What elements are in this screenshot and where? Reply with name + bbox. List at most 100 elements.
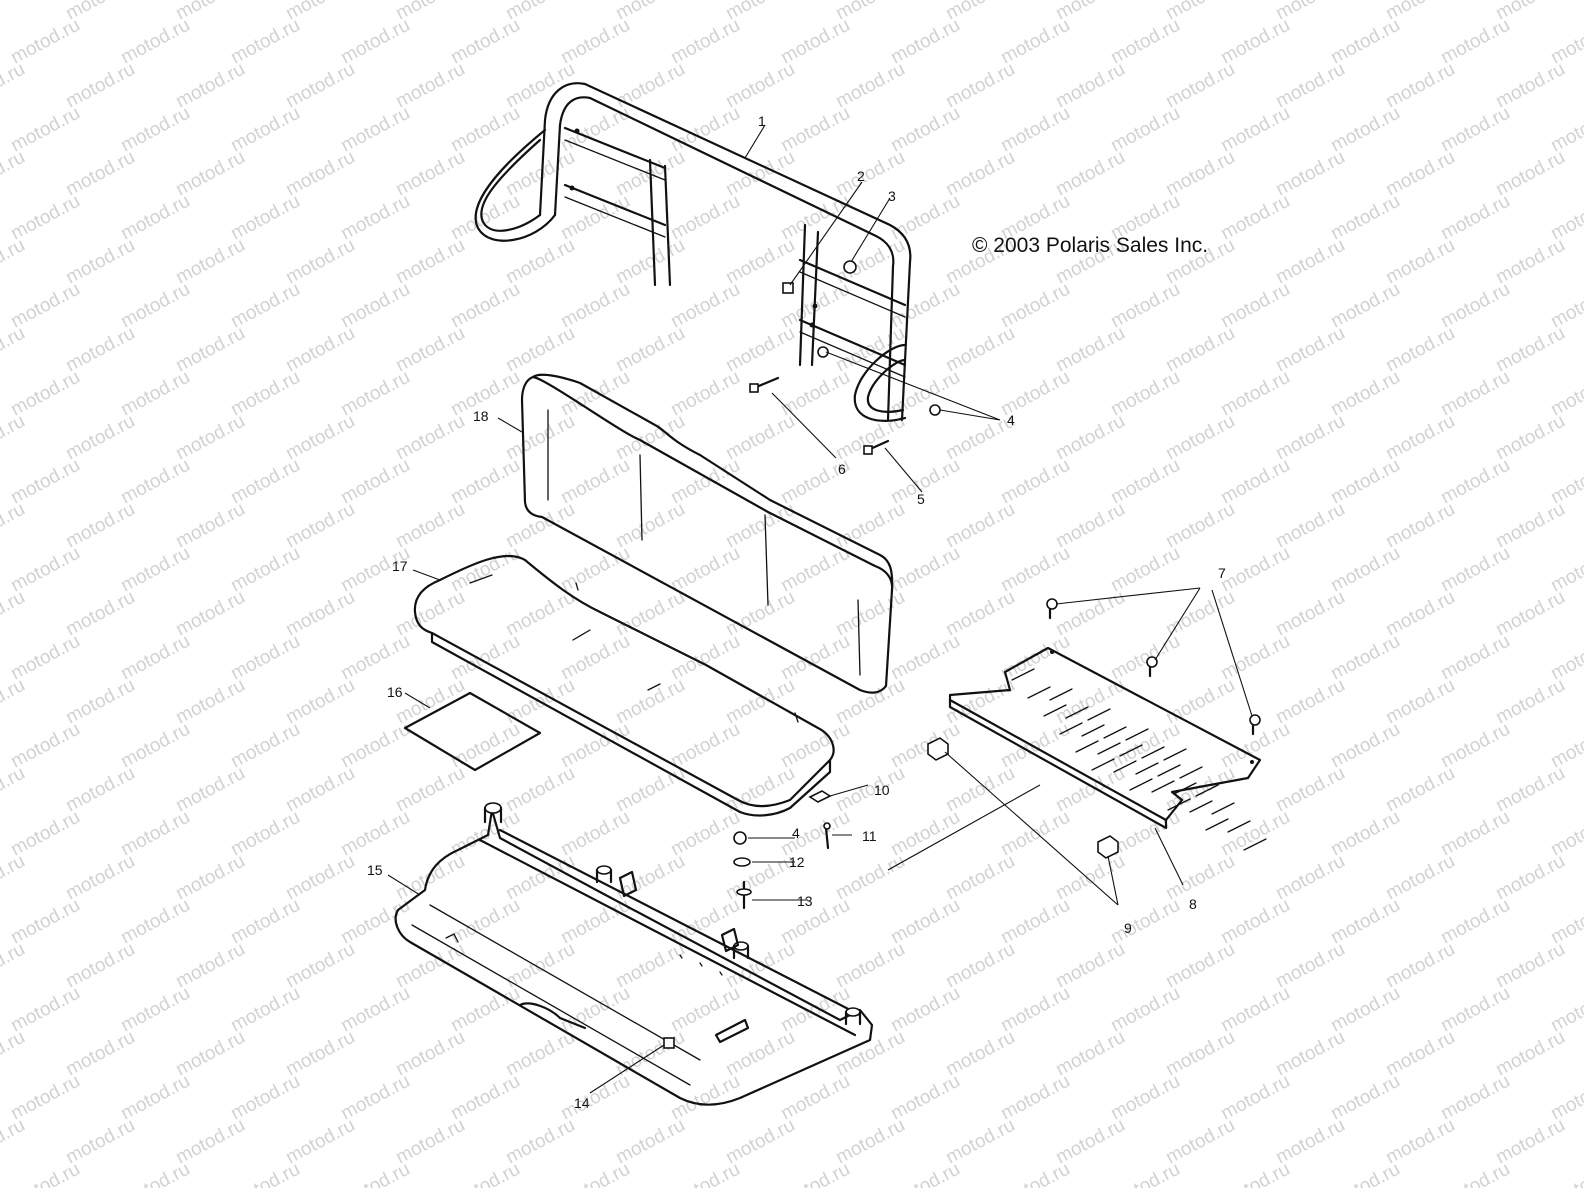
copyright-notice: © 2003 Polaris Sales Inc. bbox=[972, 234, 1209, 257]
part-4-nut-b bbox=[929, 404, 941, 416]
panel-slot bbox=[1243, 838, 1267, 851]
watermark-text: motod.ru bbox=[1547, 367, 1584, 421]
callout-3: 3 bbox=[888, 188, 896, 204]
watermark-text: motod.ru bbox=[1217, 1159, 1293, 1188]
panel-slot bbox=[1157, 764, 1181, 777]
callout-4: 4 bbox=[1007, 412, 1015, 428]
panel-slot bbox=[1189, 800, 1213, 813]
panel-slot bbox=[1065, 706, 1089, 719]
panel-slot bbox=[1119, 744, 1143, 757]
watermark-text: motod.ru bbox=[0, 939, 29, 993]
panel-slot bbox=[1205, 818, 1229, 831]
panel-slot bbox=[1097, 742, 1121, 755]
callout-11: 11 bbox=[862, 828, 877, 844]
part-14-grommet bbox=[663, 1037, 675, 1049]
panel-slot bbox=[1211, 802, 1235, 815]
panel-slot bbox=[1163, 748, 1187, 761]
panel-slot bbox=[1195, 784, 1219, 797]
panel-slot bbox=[1141, 746, 1165, 759]
panel-slot bbox=[1125, 728, 1149, 741]
watermark-text: motod.ru bbox=[0, 235, 29, 289]
watermark-text: motod.ru bbox=[1547, 719, 1584, 773]
watermark-text: motod.ru bbox=[0, 323, 29, 377]
part-3-nut bbox=[843, 260, 857, 274]
watermark-text: motod.ru bbox=[1547, 15, 1584, 69]
callout-2: 2 bbox=[857, 168, 865, 184]
callout-12: 12 bbox=[789, 854, 805, 870]
watermark-text: motod.ru bbox=[887, 1159, 963, 1188]
part-8-floor-panel bbox=[948, 646, 1267, 851]
part-11-rivet bbox=[824, 826, 830, 850]
panel-slot bbox=[1011, 668, 1035, 681]
watermark-text: motod.ru bbox=[1327, 1159, 1403, 1188]
hardware-lower bbox=[733, 790, 832, 910]
watermark-text: motod.ru bbox=[1547, 895, 1584, 949]
leader-lines bbox=[387, 124, 1253, 1094]
watermark-text: motod.ru bbox=[447, 1159, 523, 1188]
watermark-text: motod.ru bbox=[0, 147, 29, 201]
part-18-seat-back bbox=[520, 373, 894, 694]
panel-slot bbox=[1227, 820, 1251, 833]
callout-16: 16 bbox=[387, 684, 403, 700]
watermark-text: motod.ru bbox=[1547, 983, 1584, 1037]
part-7-screws bbox=[1046, 598, 1261, 736]
watermark-text: motod.ru bbox=[1547, 103, 1584, 157]
watermark-text: motod.ru bbox=[1547, 543, 1584, 597]
panel-slot bbox=[1049, 688, 1073, 701]
panel-slot bbox=[1075, 740, 1099, 753]
watermark-text: motod.ru bbox=[0, 851, 29, 905]
panel-slot bbox=[1151, 780, 1175, 793]
watermark-text: motod.ru bbox=[1547, 191, 1584, 245]
callout-18: 18 bbox=[473, 408, 489, 424]
panel-slot bbox=[1091, 758, 1115, 771]
part-10-clip bbox=[808, 790, 832, 803]
watermark-text: motod.ru bbox=[0, 1115, 29, 1169]
watermark-text: motod.ru bbox=[1547, 631, 1584, 685]
panel-slot bbox=[1103, 726, 1127, 739]
callout-4-lower: 4 bbox=[792, 825, 800, 841]
watermark-text: motod.ru bbox=[1547, 1159, 1584, 1188]
panel-slot bbox=[1059, 722, 1083, 735]
panel-slot bbox=[1043, 704, 1067, 717]
part-2-clip bbox=[782, 282, 794, 294]
panel-slot bbox=[1173, 782, 1197, 795]
part-4-nut-c bbox=[733, 831, 747, 845]
watermark-text: motod.ru bbox=[0, 675, 29, 729]
callout-8: 8 bbox=[1189, 896, 1197, 912]
callout-5: 5 bbox=[917, 491, 925, 507]
watermark-text: motod.ru bbox=[1107, 1159, 1183, 1188]
panel-slot bbox=[1087, 708, 1111, 721]
watermark-text: motod.ru bbox=[997, 1159, 1073, 1188]
watermark-text: motod.ru bbox=[1547, 1071, 1584, 1125]
watermark-text: motod.ru bbox=[0, 411, 29, 465]
watermark-text: motod.ru bbox=[337, 1159, 413, 1188]
watermark-text: motod.ru bbox=[1547, 279, 1584, 333]
watermark-text: motod.ru bbox=[1437, 1159, 1513, 1188]
callout-10: 10 bbox=[874, 782, 890, 798]
panel-slot bbox=[1113, 760, 1137, 773]
watermark-text: motod.ru bbox=[0, 1027, 29, 1081]
part-12-washer bbox=[733, 857, 751, 867]
watermark-text: motod.ru bbox=[1547, 807, 1584, 861]
watermark-text: motod.ru bbox=[0, 499, 29, 553]
watermark-text: motod.ru bbox=[0, 763, 29, 817]
part-17-seat-cushion bbox=[413, 554, 835, 817]
callout-15: 15 bbox=[367, 862, 383, 878]
hardware-upper bbox=[749, 260, 941, 455]
callout-labels: 1 2 3 4 4 5 6 7 8 9 10 11 12 13 14 15 16… bbox=[367, 113, 1226, 1111]
panel-slot bbox=[1179, 766, 1203, 779]
callout-6: 6 bbox=[838, 461, 846, 477]
panel-slot bbox=[1027, 686, 1051, 699]
watermark-text: motod.ru bbox=[667, 1159, 743, 1188]
panel-slot bbox=[1129, 778, 1153, 791]
callout-13: 13 bbox=[797, 893, 813, 909]
watermark-text: motod.ru bbox=[227, 1159, 303, 1188]
panel-slot bbox=[1167, 798, 1191, 811]
panel-slot bbox=[1135, 762, 1159, 775]
callout-7: 7 bbox=[1218, 565, 1226, 581]
watermark-text: motod.ru bbox=[777, 1159, 853, 1188]
watermark-text: motod.ru bbox=[0, 59, 29, 113]
callout-14: 14 bbox=[574, 1095, 590, 1111]
